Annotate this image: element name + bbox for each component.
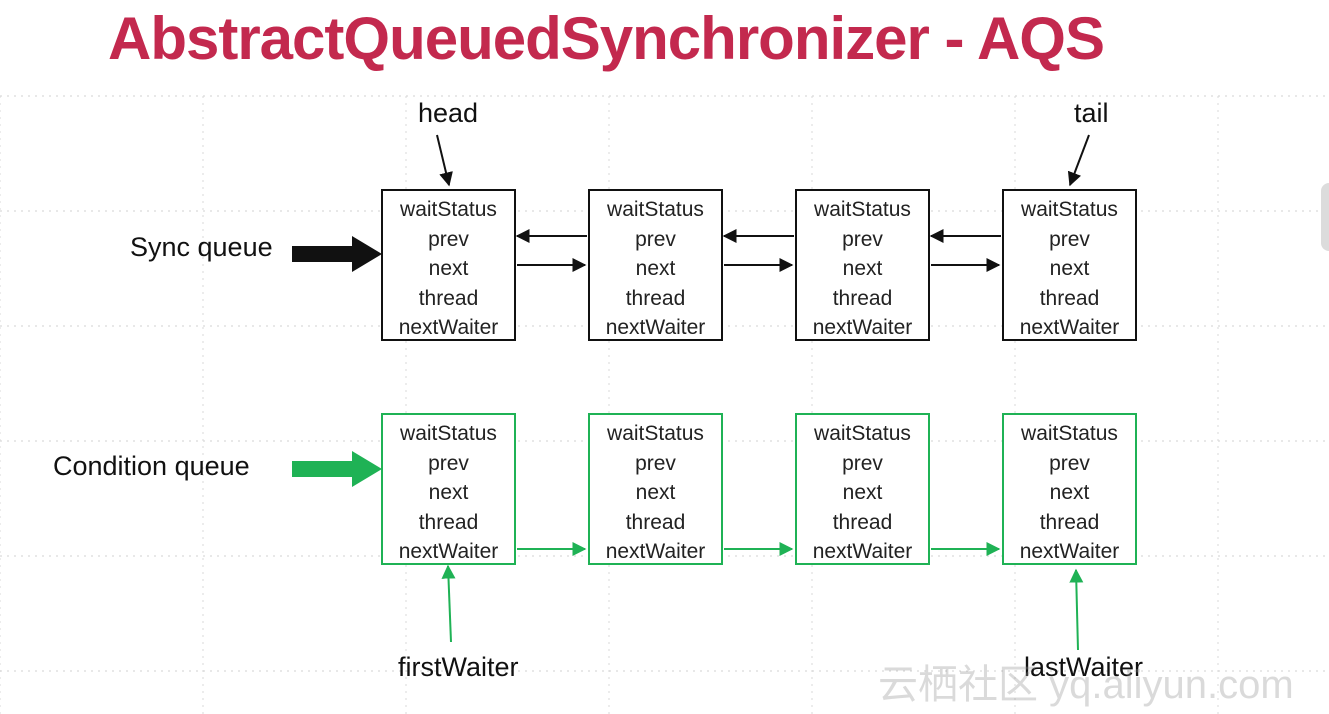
tail-label: tail <box>1074 98 1109 128</box>
field-next: next <box>428 481 469 504</box>
head-pointer-arrow <box>436 134 453 187</box>
condition-queue-arrow <box>292 451 382 487</box>
sync-node: waitStatus prev next thread nextWaiter <box>588 189 723 341</box>
field-wait-status: waitStatus <box>607 422 704 445</box>
field-thread: thread <box>418 286 479 310</box>
field-wait-status: waitStatus <box>1021 422 1118 445</box>
first-waiter-pointer-arrow <box>441 564 456 643</box>
field-wait-status: waitStatus <box>814 198 911 221</box>
field-prev: prev <box>635 451 676 475</box>
field-next-waiter: nextWaiter <box>605 316 706 339</box>
head-label: head <box>418 98 479 128</box>
field-next: next <box>1049 257 1090 280</box>
field-thread: thread <box>625 286 686 310</box>
side-scroll-tab <box>1321 183 1329 251</box>
sync-queue-label: Sync queue <box>130 232 273 262</box>
field-thread: thread <box>832 510 893 534</box>
field-prev: prev <box>1049 227 1090 251</box>
field-next-waiter: nextWaiter <box>812 540 913 563</box>
field-next: next <box>635 481 676 504</box>
field-prev: prev <box>635 227 676 251</box>
field-prev: prev <box>428 227 469 251</box>
sync-node: waitStatus prev next thread nextWaiter <box>1002 189 1137 341</box>
field-prev: prev <box>842 227 883 251</box>
sync-node: waitStatus prev next thread nextWaiter <box>381 189 516 341</box>
field-next-waiter: nextWaiter <box>398 316 499 339</box>
field-thread: thread <box>1039 286 1100 310</box>
condition-node: waitStatus prev next thread nextWaiter <box>381 413 516 565</box>
condition-node: waitStatus prev next thread nextWaiter <box>588 413 723 565</box>
last-waiter-pointer-arrow <box>1069 568 1084 651</box>
condition-node: waitStatus prev next thread nextWaiter <box>795 413 930 565</box>
field-wait-status: waitStatus <box>607 198 704 221</box>
field-next: next <box>842 257 883 280</box>
tail-pointer-arrow <box>1067 134 1090 187</box>
field-wait-status: waitStatus <box>814 422 911 445</box>
sync-queue-arrow <box>292 236 382 272</box>
field-next-waiter: nextWaiter <box>1019 540 1120 563</box>
field-thread: thread <box>625 510 686 534</box>
field-thread: thread <box>418 510 479 534</box>
field-prev: prev <box>1049 451 1090 475</box>
field-thread: thread <box>1039 510 1100 534</box>
field-next: next <box>635 257 676 280</box>
sync-node: waitStatus prev next thread nextWaiter <box>795 189 930 341</box>
field-prev: prev <box>842 451 883 475</box>
field-next-waiter: nextWaiter <box>1019 316 1120 339</box>
field-next-waiter: nextWaiter <box>398 540 499 563</box>
condition-node: waitStatus prev next thread nextWaiter <box>1002 413 1137 565</box>
last-waiter-label: lastWaiter <box>1024 652 1144 682</box>
field-next: next <box>1049 481 1090 504</box>
field-thread: thread <box>832 286 893 310</box>
condition-queue-label: Condition queue <box>53 451 250 481</box>
watermark: 云栖社区 yq.aliyun.com <box>878 663 1294 707</box>
field-wait-status: waitStatus <box>1021 198 1118 221</box>
field-wait-status: waitStatus <box>400 198 497 221</box>
first-waiter-label: firstWaiter <box>398 652 519 682</box>
field-prev: prev <box>428 451 469 475</box>
field-wait-status: waitStatus <box>400 422 497 445</box>
field-next-waiter: nextWaiter <box>605 540 706 563</box>
field-next: next <box>842 481 883 504</box>
page-title: AbstractQueuedSynchronizer - AQS <box>108 5 1105 72</box>
field-next-waiter: nextWaiter <box>812 316 913 339</box>
field-next: next <box>428 257 469 280</box>
